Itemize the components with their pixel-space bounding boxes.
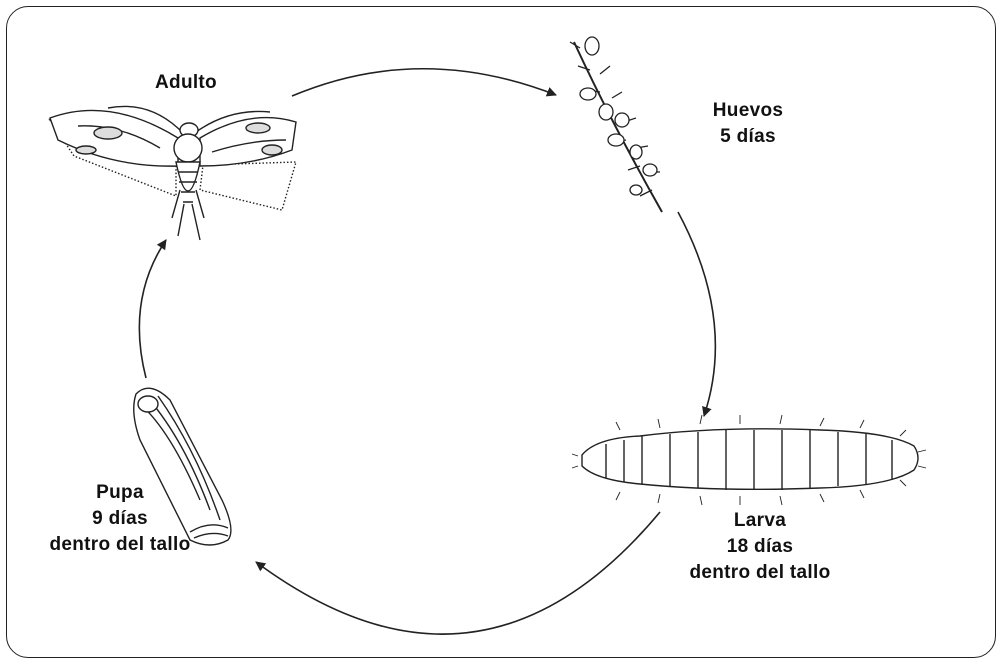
stage-label-eggs: Huevos 5 días (688, 98, 808, 150)
arrow-adult-to-eggs (292, 69, 556, 96)
arrow-eggs-to-larva (678, 212, 715, 416)
adult-moth-illustration (50, 106, 296, 240)
stage-label-adult: Adulto (126, 70, 246, 96)
stage-label-larva: Larva 18 días dentro del tallo (660, 508, 860, 586)
eggs-stalk-illustration (570, 37, 662, 212)
larva-illustration (572, 415, 926, 505)
arrow-pupa-to-adult (139, 240, 166, 378)
stage-label-pupa: Pupa 9 días dentro del tallo (20, 480, 220, 558)
arrow-larva-to-pupa (256, 512, 660, 634)
